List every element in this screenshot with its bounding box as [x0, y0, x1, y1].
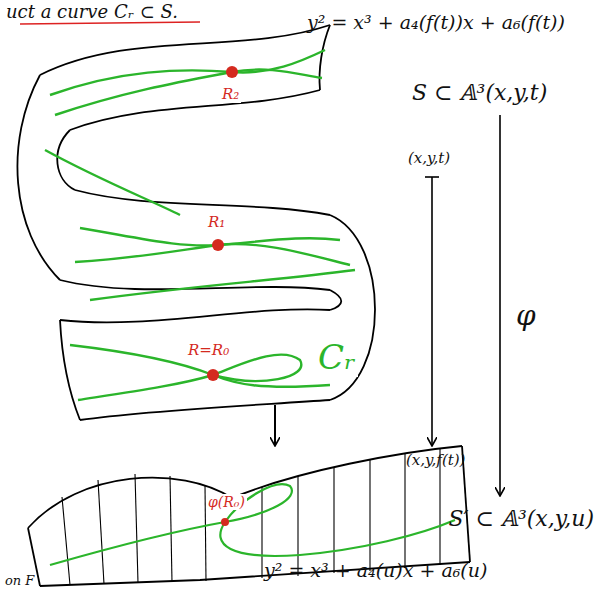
point-map-target: (x,y,f(t)) — [404, 452, 467, 469]
equation: y² = x³ + a₄(u)x + a₆(u) — [262, 560, 489, 582]
equation: y² = x³ + a₄(f(t))x + a₆(f(t)) — [305, 12, 567, 34]
surface-label: S′ ⊂ 𝔸³(x,y,u) — [446, 506, 596, 531]
point-label: R₂ — [220, 86, 241, 103]
point-map-source: (x,y,t) — [406, 150, 452, 167]
point-label: φ(R₀) — [206, 494, 247, 510]
surface-label: S ⊂ 𝔸³(x,y,t) — [410, 80, 549, 105]
note-fragment: on F — [3, 574, 36, 589]
point-label: R₁ — [206, 214, 227, 231]
map-label: φ — [514, 300, 538, 332]
heading-fragment: uct a curve Cᵣ ⊂ S. — [4, 2, 180, 23]
curve-label: Cᵣ — [316, 338, 358, 377]
point-label: R=R₀ — [186, 342, 231, 359]
